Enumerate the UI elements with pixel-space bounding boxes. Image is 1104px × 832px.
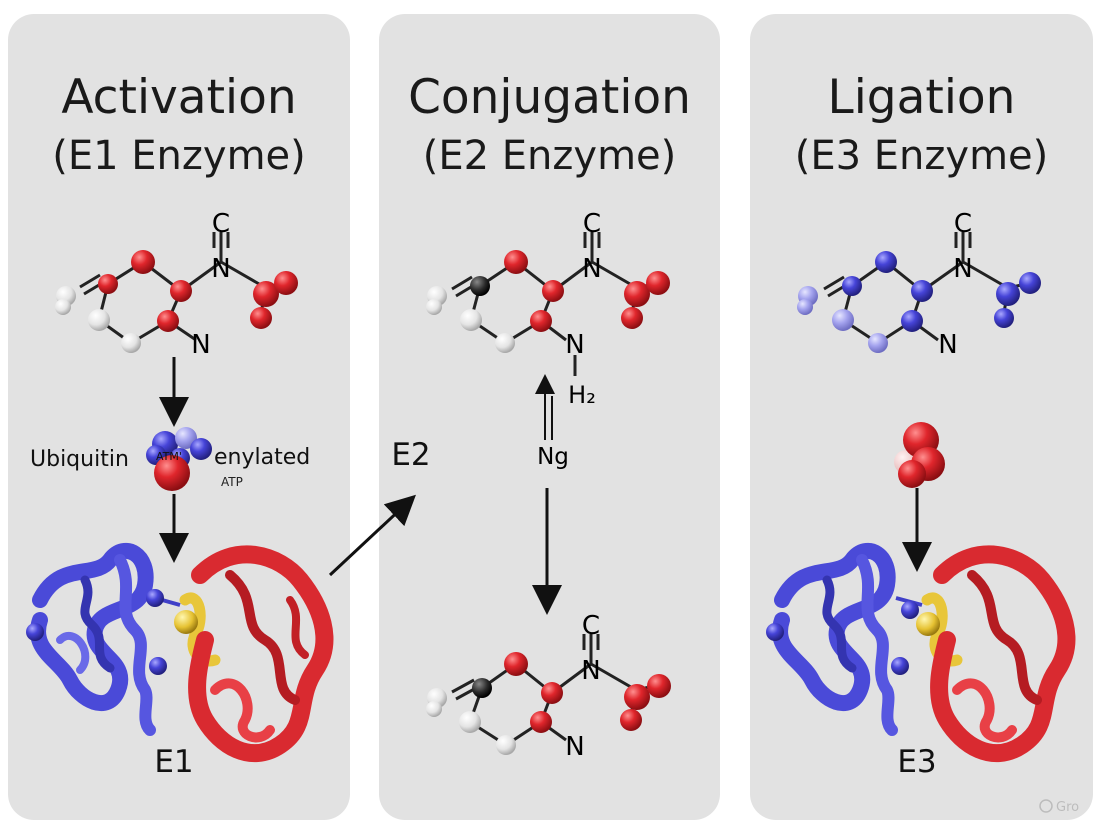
atp-label: ATP: [221, 475, 243, 489]
e2-label: E2: [391, 437, 430, 473]
e1-protein-structure: [26, 542, 334, 763]
conjugation-atoms-bottom: [426, 652, 671, 755]
conjugation-molecule-top: [451, 232, 659, 376]
activation-subtitle: (E1 Enzyme): [52, 133, 306, 179]
watermark: Gro: [1039, 799, 1079, 815]
ubiquitin-label: Ubiquitin: [30, 447, 129, 472]
ligation-title: Ligation: [827, 70, 1016, 125]
atom-n-2a: N: [582, 254, 601, 284]
ng-label: Ng: [537, 444, 569, 470]
watermark-text: Gro: [1056, 800, 1079, 815]
ligation-atoms: [797, 251, 1041, 353]
ubiquitin-atp-cluster: [146, 427, 212, 491]
adenylated-label: enylated: [214, 445, 310, 470]
atom-n-3b: N: [565, 732, 584, 762]
conjugation-subtitle: (E2 Enzyme): [422, 133, 677, 179]
ligation-subtitle: (E3 Enzyme): [794, 133, 1049, 179]
atom-c-2: C: [583, 209, 601, 239]
atm-label: ATM': [156, 450, 182, 463]
double-arrow-up: [535, 374, 555, 440]
atom-n-2b: N: [565, 330, 584, 360]
atom-n-1a: N: [211, 254, 230, 284]
atom-n-4b: N: [938, 330, 957, 360]
atom-c-3: C: [582, 611, 600, 641]
e3-label: E3: [897, 744, 936, 780]
atom-n-3a: N: [581, 656, 600, 686]
activation-atoms: [55, 250, 298, 353]
arrow-e1-to-e2: [328, 494, 416, 577]
atom-c-1: C: [212, 209, 230, 239]
h2-label: H₂: [568, 381, 596, 409]
atom-n-4a: N: [953, 254, 972, 284]
atom-c-4: C: [954, 209, 972, 239]
e1-label: E1: [154, 744, 193, 780]
conjugation-atoms-top: [426, 250, 670, 353]
conjugation-title: Conjugation: [408, 70, 691, 125]
atom-n-1b: N: [191, 330, 210, 360]
ubiquitin-cluster-e3: [894, 422, 945, 488]
e3-protein-structure: [766, 542, 1076, 763]
activation-title: Activation: [61, 70, 297, 125]
